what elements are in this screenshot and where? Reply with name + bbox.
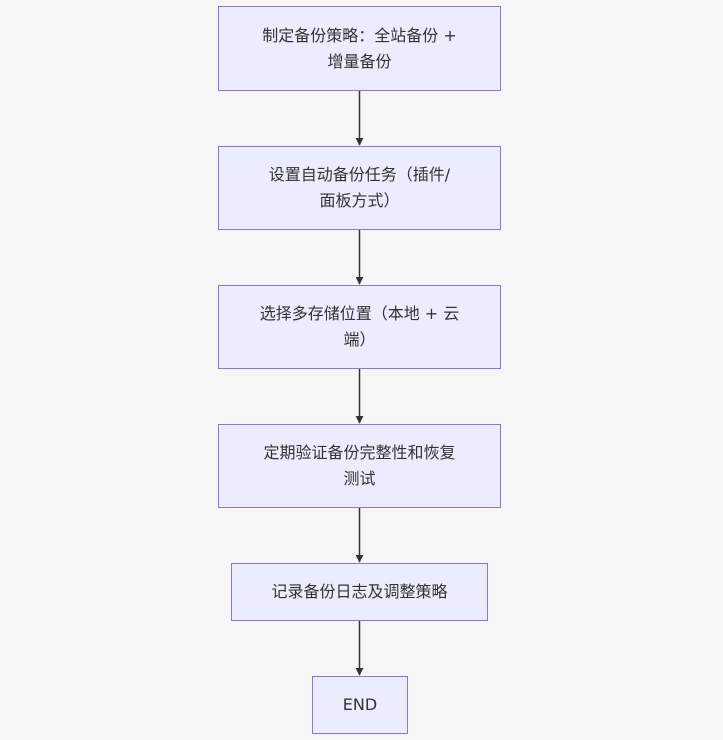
flow-node-verify-restore-test: 定期验证备份完整性和恢复 测试: [218, 424, 501, 508]
node-label-line: 选择多存储位置（本地 + 云: [259, 304, 460, 323]
node-label-line: 定期验证备份完整性和恢复: [263, 443, 456, 462]
flow-node-auto-backup-task: 设置自动备份任务（插件/ 面板方式）: [218, 146, 501, 230]
node-label-line: END: [342, 695, 378, 714]
flow-node-backup-strategy: 制定备份策略：全站备份 + 增量备份: [218, 6, 501, 91]
flow-node-log-and-adjust: 记录备份日志及调整策略: [231, 563, 488, 621]
node-label-line: 面板方式）: [319, 191, 400, 210]
flow-node-storage-locations: 选择多存储位置（本地 + 云 端）: [218, 285, 501, 369]
flow-node-end: END: [312, 676, 408, 734]
node-label-line: 测试: [343, 469, 376, 488]
node-label-line: 记录备份日志及调整策略: [271, 582, 448, 601]
node-label-line: 设置自动备份任务（插件/: [268, 165, 451, 184]
node-label-line: 端）: [343, 330, 376, 349]
node-label-line: 增量备份: [327, 51, 392, 71]
node-label-line: 制定备份策略：全站备份 +: [262, 25, 457, 45]
